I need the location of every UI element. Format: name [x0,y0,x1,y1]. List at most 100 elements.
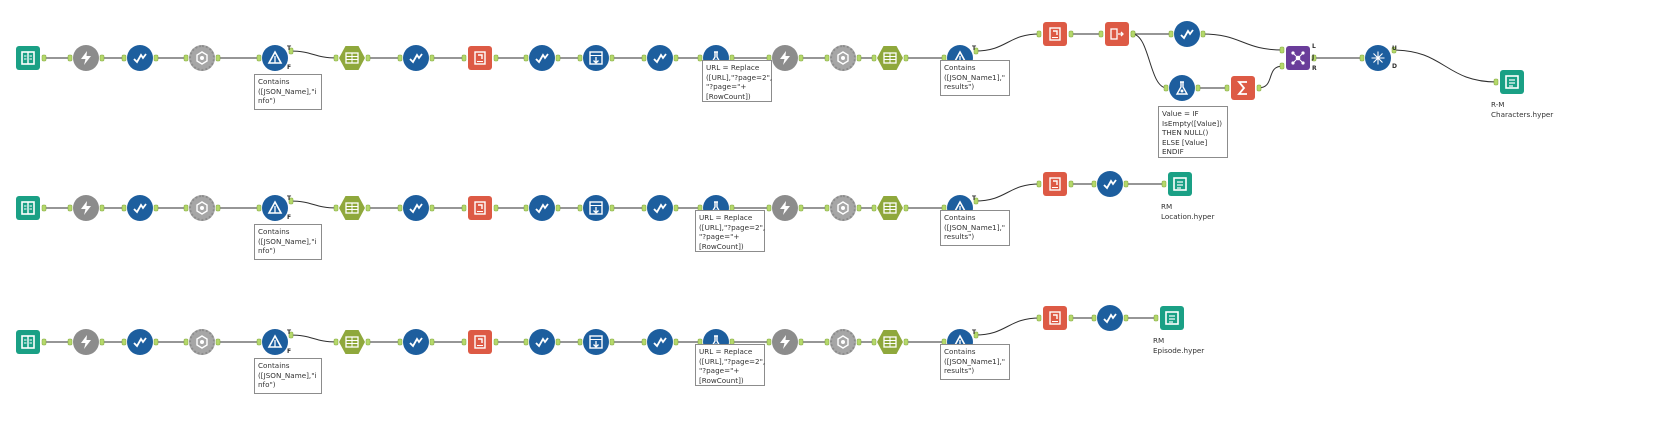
connection-anchor[interactable] [397,204,403,212]
connection-anchor[interactable] [798,204,804,212]
connection-anchor[interactable] [1036,180,1042,188]
cross-tab-tool[interactable] [467,45,493,71]
connection-anchor[interactable] [99,204,105,212]
connection-anchor[interactable] [1493,78,1499,86]
json-parse-tool[interactable] [830,195,856,221]
connection-anchor[interactable] [673,54,679,62]
select-tool[interactable] [127,329,153,355]
cross-tab-tool[interactable] [467,195,493,221]
connection-anchor[interactable] [673,204,679,212]
connection-anchor[interactable] [1130,30,1136,38]
connection-anchor[interactable] [461,338,467,346]
connection-anchor[interactable] [333,54,339,62]
connection-anchor[interactable] [1098,30,1104,38]
generate-rows-tool[interactable] [583,195,609,221]
connection-anchor[interactable] [121,338,127,346]
generate-rows-tool[interactable] [583,45,609,71]
connection-anchor[interactable] [523,204,529,212]
connection-anchor[interactable] [824,204,830,212]
connection-anchor[interactable] [1256,84,1262,92]
connection-anchor[interactable] [1123,180,1129,188]
summarize-tool[interactable] [1230,75,1256,101]
connection-anchor[interactable] [1168,30,1174,38]
connection-anchor[interactable] [903,54,909,62]
connection-anchor[interactable] [871,338,877,346]
connection-wire[interactable] [1392,49,1498,83]
download-tool[interactable] [772,329,798,355]
connection-anchor[interactable] [1391,46,1397,54]
json-parse-tool[interactable] [189,45,215,71]
connection-anchor[interactable] [973,47,979,55]
connection-wire[interactable] [1257,65,1284,89]
connection-wire[interactable] [974,183,1041,202]
connection-anchor[interactable] [973,197,979,205]
connection-anchor[interactable] [903,204,909,212]
connection-anchor[interactable] [856,338,862,346]
connection-anchor[interactable] [1359,54,1365,62]
connection-anchor[interactable] [215,54,221,62]
connection-anchor[interactable] [609,54,615,62]
select-tool[interactable] [403,195,429,221]
cross-tab-tool[interactable] [467,329,493,355]
connection-anchor[interactable] [121,54,127,62]
text-to-columns-tool[interactable] [877,329,903,355]
select-tool[interactable] [127,45,153,71]
connection-anchor[interactable] [798,54,804,62]
cross-tab-tool[interactable] [1042,171,1068,197]
connection-anchor[interactable] [256,338,262,346]
connection-anchor[interactable] [493,54,499,62]
json-parse-tool[interactable] [830,329,856,355]
connection-anchor[interactable] [1123,314,1129,322]
cross-tab-tool[interactable] [1042,305,1068,331]
connection-anchor[interactable] [215,204,221,212]
connection-anchor[interactable] [673,338,679,346]
connection-anchor[interactable] [1311,54,1317,62]
connection-wire[interactable] [974,33,1041,52]
join-tool[interactable] [1285,45,1311,71]
transpose-tool[interactable] [1104,21,1130,47]
connection-anchor[interactable] [256,54,262,62]
output-tool[interactable] [1167,171,1193,197]
connection-anchor[interactable] [1068,180,1074,188]
connection-wire[interactable] [289,50,338,59]
connection-anchor[interactable] [641,54,647,62]
connection-anchor[interactable] [493,204,499,212]
formula-tool[interactable] [1169,75,1195,101]
connection-anchor[interactable] [41,204,47,212]
text-to-columns-tool[interactable] [877,45,903,71]
connection-anchor[interactable] [555,204,561,212]
connection-anchor[interactable] [1163,84,1169,92]
connection-anchor[interactable] [365,338,371,346]
connection-anchor[interactable] [1161,180,1167,188]
connection-anchor[interactable] [365,204,371,212]
connection-anchor[interactable] [183,204,189,212]
connection-anchor[interactable] [1036,30,1042,38]
connection-anchor[interactable] [697,54,703,62]
connection-anchor[interactable] [824,54,830,62]
connection-anchor[interactable] [153,54,159,62]
text-to-columns-tool[interactable] [339,195,365,221]
connection-anchor[interactable] [429,54,435,62]
download-tool[interactable] [73,45,99,71]
connection-anchor[interactable] [1224,84,1230,92]
connection-wire[interactable] [1201,33,1284,51]
json-parse-tool[interactable] [830,45,856,71]
connection-wire[interactable] [1131,33,1168,89]
connection-anchor[interactable] [67,204,73,212]
text-to-columns-tool[interactable] [877,195,903,221]
connection-anchor[interactable] [609,204,615,212]
connection-anchor[interactable] [461,54,467,62]
connection-anchor[interactable] [333,338,339,346]
output-tool[interactable] [1499,69,1525,95]
connection-anchor[interactable] [641,338,647,346]
connection-anchor[interactable] [183,54,189,62]
connection-anchor[interactable] [766,338,772,346]
connection-anchor[interactable] [153,338,159,346]
connection-anchor[interactable] [153,204,159,212]
json-parse-tool[interactable] [189,329,215,355]
connection-anchor[interactable] [1091,180,1097,188]
text-to-columns-tool[interactable] [339,329,365,355]
connection-anchor[interactable] [973,331,979,339]
connection-anchor[interactable] [99,338,105,346]
output-tool[interactable] [1159,305,1185,331]
